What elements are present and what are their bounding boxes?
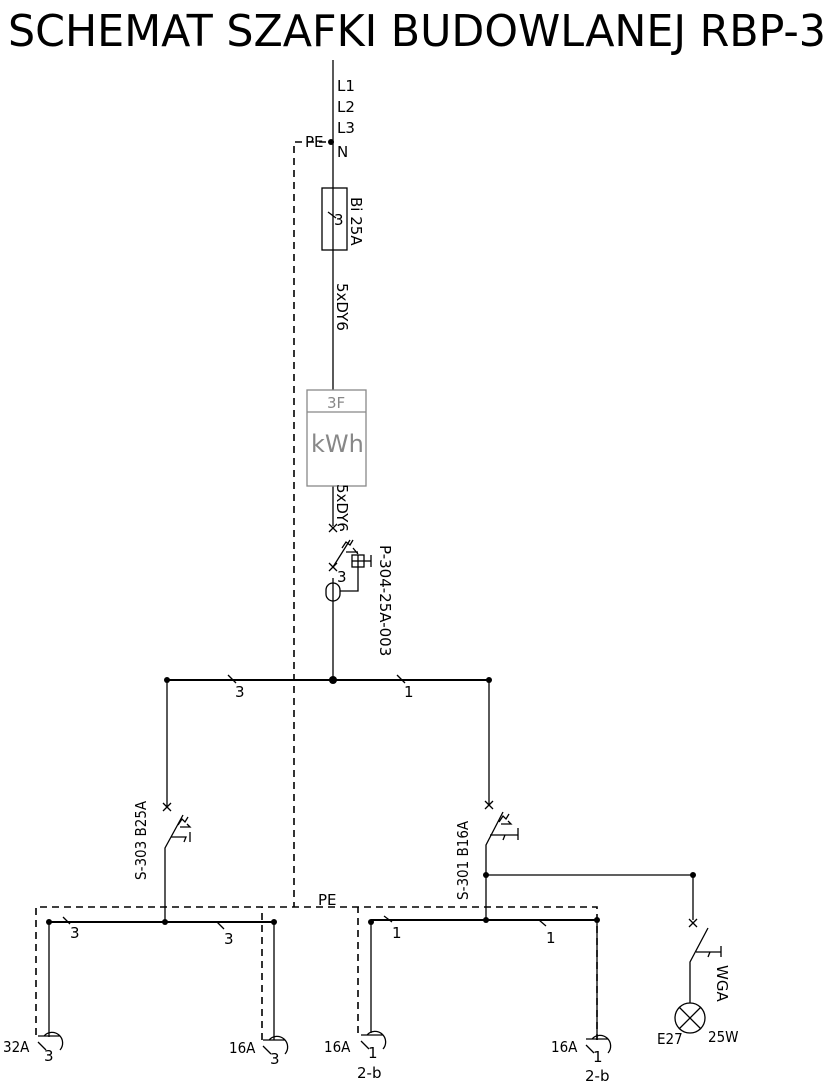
diagram-title: SCHEMAT SZAFKI BUDOWLANEJ RBP-3 <box>8 6 826 57</box>
lamp-icon: E27 25W <box>657 1002 739 1048</box>
rcd-label: P-304-25A-003 <box>376 545 394 656</box>
bus-left-poles: 3 <box>235 683 245 701</box>
lamp-power-label: 25W <box>708 1028 739 1046</box>
socket-type: 2-b <box>357 1064 381 1082</box>
pe-supply-label: PE <box>305 133 324 151</box>
socket-rating: 16A <box>229 1039 256 1057</box>
socket-rating: 16A <box>551 1038 578 1056</box>
main-fuse: 3 Bi 25A <box>321 187 365 251</box>
socket-poles: 1 <box>593 1048 603 1066</box>
socket-poles: 3 <box>44 1047 54 1065</box>
light-switch: WGA <box>688 918 731 1003</box>
cable-2-label: 5xDY6 <box>333 484 351 532</box>
right-bus-poles-1: 1 <box>392 924 402 942</box>
socket-type: 2-b <box>585 1067 609 1085</box>
phase-l1-label: L1 <box>337 77 355 95</box>
rcd-switch: 3 P-304-25A-003 <box>325 523 394 656</box>
energy-meter: 3F kWh <box>306 389 367 487</box>
meter-unit: kWh <box>311 430 364 458</box>
pe-label: PE <box>318 891 337 909</box>
socket-16a-1p-left: 16A 1 2-b <box>324 1030 387 1082</box>
pe-conductor: PE <box>35 141 598 1040</box>
socket-rating: 32A <box>3 1038 30 1056</box>
right-breaker-label: S-301 B16A <box>454 820 472 900</box>
distribution-bus: 3 1 <box>164 674 492 701</box>
meter-type: 3F <box>327 394 345 412</box>
right-branch: S-301 B16A 1 1 <box>368 680 696 1040</box>
phase-l3-label: L3 <box>337 119 355 137</box>
socket-16a-3p: 16A 3 <box>229 1035 289 1068</box>
bus-right-poles: 1 <box>404 683 414 701</box>
left-bus-poles-2: 3 <box>224 930 234 948</box>
rcd-poles: 3 <box>337 568 347 586</box>
cable-1-label: 5xDY6 <box>333 283 351 331</box>
phase-l2-label: L2 <box>337 98 355 116</box>
socket-poles: 1 <box>368 1044 378 1062</box>
switch-label: WGA <box>713 965 731 1002</box>
neutral-label: N <box>337 143 348 161</box>
main-fuse-poles: 3 <box>334 211 344 229</box>
socket-poles: 3 <box>270 1050 280 1068</box>
lamp-socket-label: E27 <box>657 1030 683 1048</box>
neutral-node <box>328 139 334 145</box>
main-fuse-label: Bi 25A <box>347 197 365 246</box>
left-bus-poles-1: 3 <box>70 924 80 942</box>
left-branch: S-303 B25A 3 3 <box>46 680 277 1040</box>
left-breaker-label: S-303 B25A <box>132 800 150 880</box>
socket-32a: 32A 3 <box>3 1031 64 1065</box>
supply-line: L1 L2 L3 N PE <box>305 60 355 680</box>
socket-rating: 16A <box>324 1038 351 1056</box>
right-bus-poles-2: 1 <box>546 929 556 947</box>
socket-16a-1p-right: 16A 1 2-b <box>551 1034 612 1085</box>
